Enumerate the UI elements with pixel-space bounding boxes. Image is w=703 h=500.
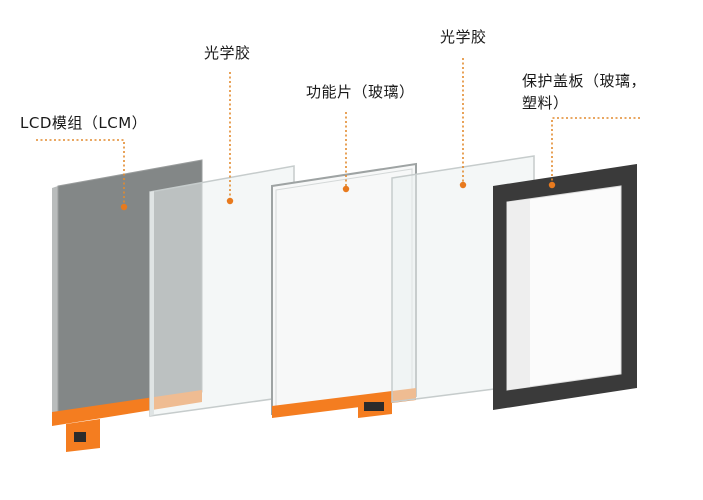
dot-oca-right: [459, 181, 467, 189]
functional-connector: [364, 402, 384, 411]
dot-oca-left: [226, 197, 234, 205]
dot-functional: [342, 185, 350, 193]
label-oca-right: 光学胶: [440, 28, 487, 46]
oca-left-edge: [150, 191, 154, 416]
lcm-side-edge: [52, 186, 58, 416]
dot-lcm: [120, 203, 128, 211]
cover-layer: [493, 164, 637, 410]
dot-cover: [548, 181, 556, 189]
leader-cover: [551, 117, 640, 184]
label-lcm: LCD模组（LCM）: [20, 114, 148, 132]
lcm-connector: [74, 432, 86, 442]
cover-window-shade: [507, 199, 530, 390]
label-functional-sheet: 功能片（玻璃）: [306, 83, 415, 101]
label-protective-cover: 保护盖板（玻璃， 塑料）: [522, 70, 646, 114]
leader-lcm: [36, 139, 125, 206]
label-oca-left: 光学胶: [204, 44, 251, 62]
leader-lines: [36, 58, 640, 206]
label-cover-line2: 塑料）: [522, 94, 569, 112]
oca-left-layer: [149, 165, 295, 417]
label-cover-line1: 保护盖板（玻璃，: [522, 72, 647, 90]
leader-dots: [120, 181, 556, 211]
